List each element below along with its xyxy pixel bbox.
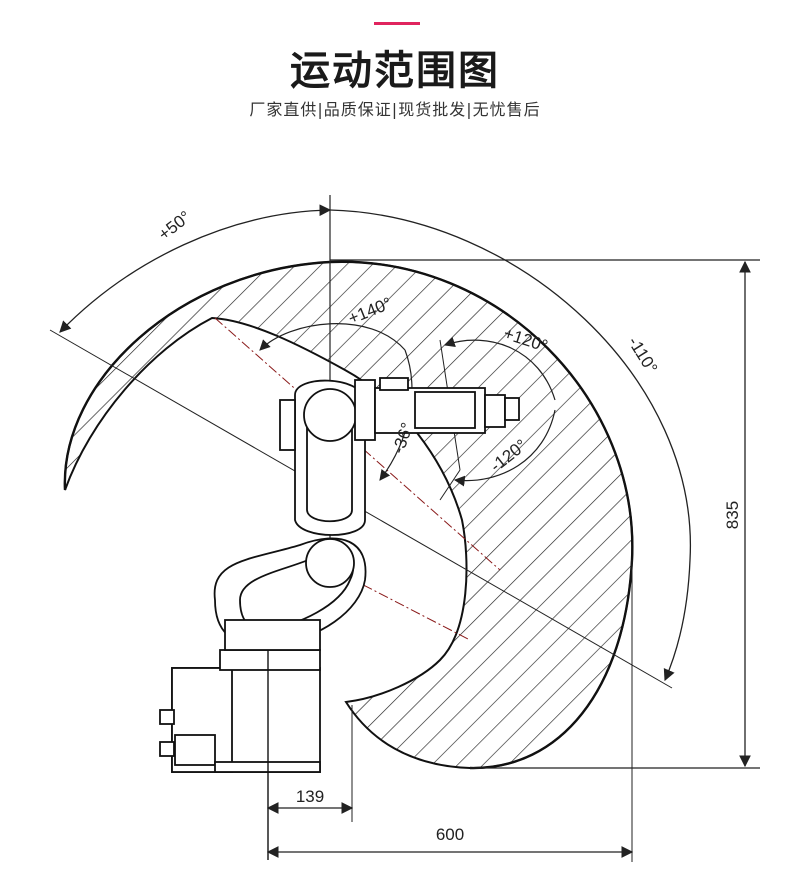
arc-j2-minus110 [329, 209, 691, 682]
arc-j5-plus120 [443, 336, 556, 401]
page-subtitle: 厂家直供|品质保证|现货批发|无忧售后 [249, 100, 541, 119]
height-dimension: 835 [723, 260, 751, 768]
j5-ref-line-2 [439, 469, 461, 501]
arc-j5-minus120 [453, 409, 556, 487]
height-dimension-label: 835 [723, 501, 742, 529]
joint-centerline [314, 559, 471, 641]
reach-dimension-label: 600 [436, 825, 464, 844]
arc-j3-plus140 [259, 323, 406, 351]
reach-dimension: 600 [266, 560, 634, 862]
envelope-outer-edge [63, 260, 634, 770]
title-accent-bar [374, 22, 420, 25]
arc-j1-plus50 [59, 204, 332, 333]
page-title: 运动范围图 [290, 48, 500, 94]
robot-flange [504, 397, 520, 421]
offset-dimension: 139 [266, 705, 354, 822]
robot-arm [159, 377, 520, 860]
angle-label-j1-pos: +50° [155, 207, 195, 244]
offset-dimension-label: 139 [296, 787, 324, 806]
arm-center-dashline [214, 317, 501, 571]
